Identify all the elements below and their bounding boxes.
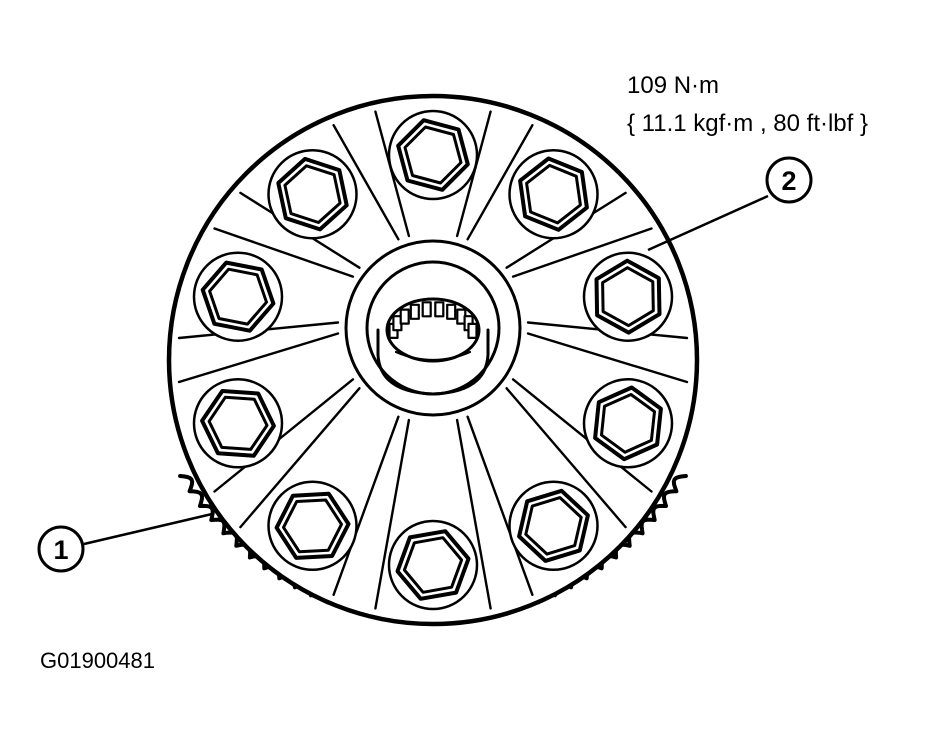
bolt-head-inner — [601, 266, 655, 328]
ring-gear-bolt — [508, 148, 599, 240]
spline-tooth — [409, 303, 420, 320]
bolt-head-inner — [282, 498, 343, 554]
spline-inner-edge — [394, 350, 472, 362]
rib-line — [526, 332, 689, 384]
rib-line — [511, 378, 653, 493]
ring-gear-bolt — [582, 251, 674, 342]
ring-gear-bolts — [192, 109, 674, 611]
ring-gear-bolt — [267, 480, 358, 572]
rib-line — [332, 123, 400, 241]
spline-teeth — [388, 301, 478, 362]
callout-1: 1 — [37, 525, 85, 573]
center-hub — [344, 239, 522, 417]
rib-line — [239, 387, 361, 529]
leader-line-2 — [647, 194, 769, 252]
ring-gear-bolt — [267, 148, 358, 240]
figure-id: G01900481 — [40, 648, 155, 673]
bolt-head-inner — [525, 163, 582, 225]
ring-gear-bolt — [508, 480, 599, 572]
rib-line — [505, 387, 627, 529]
ring-gear-bolt — [192, 251, 284, 342]
torque-spec-alt-units: { 11.1 kgf·m , 80 ft·lbf } — [627, 110, 868, 137]
torque-spec-nm: 109 N·m — [627, 72, 719, 99]
callout-1-label: 1 — [53, 535, 68, 565]
bolt-head-inner — [524, 496, 583, 556]
callout-2-label: 2 — [781, 166, 796, 196]
rib-line — [455, 418, 492, 610]
bolt-head-inner — [402, 536, 464, 594]
ring-gear-bolt — [387, 519, 479, 611]
bolt-head-inner — [283, 164, 342, 224]
ring-gear-bolt — [192, 378, 284, 469]
rib-line — [213, 378, 355, 493]
rib-line — [466, 415, 534, 596]
spline-tooth — [434, 301, 445, 318]
ring-gear-bolt — [387, 109, 479, 201]
bolt-head-inner — [208, 267, 268, 326]
rib-line — [213, 227, 355, 278]
rib-line — [177, 332, 340, 384]
spline-tooth — [421, 301, 432, 318]
callout-2: 2 — [765, 156, 813, 204]
bolt-head-inner — [403, 125, 463, 185]
ring-gear-bolt — [582, 378, 674, 469]
hub-bore-wall — [376, 328, 490, 396]
case-ribs — [177, 110, 689, 610]
leader-line-1 — [83, 512, 213, 546]
rib-line — [374, 418, 411, 610]
spline-tooth — [446, 303, 457, 320]
bolt-head-inner — [207, 395, 269, 451]
rib-line — [466, 123, 534, 241]
bolt-head-inner — [600, 393, 656, 454]
rib-line — [332, 415, 400, 596]
spline-tooth — [399, 308, 410, 325]
rib-line — [511, 227, 653, 278]
spline-tooth — [467, 322, 478, 339]
